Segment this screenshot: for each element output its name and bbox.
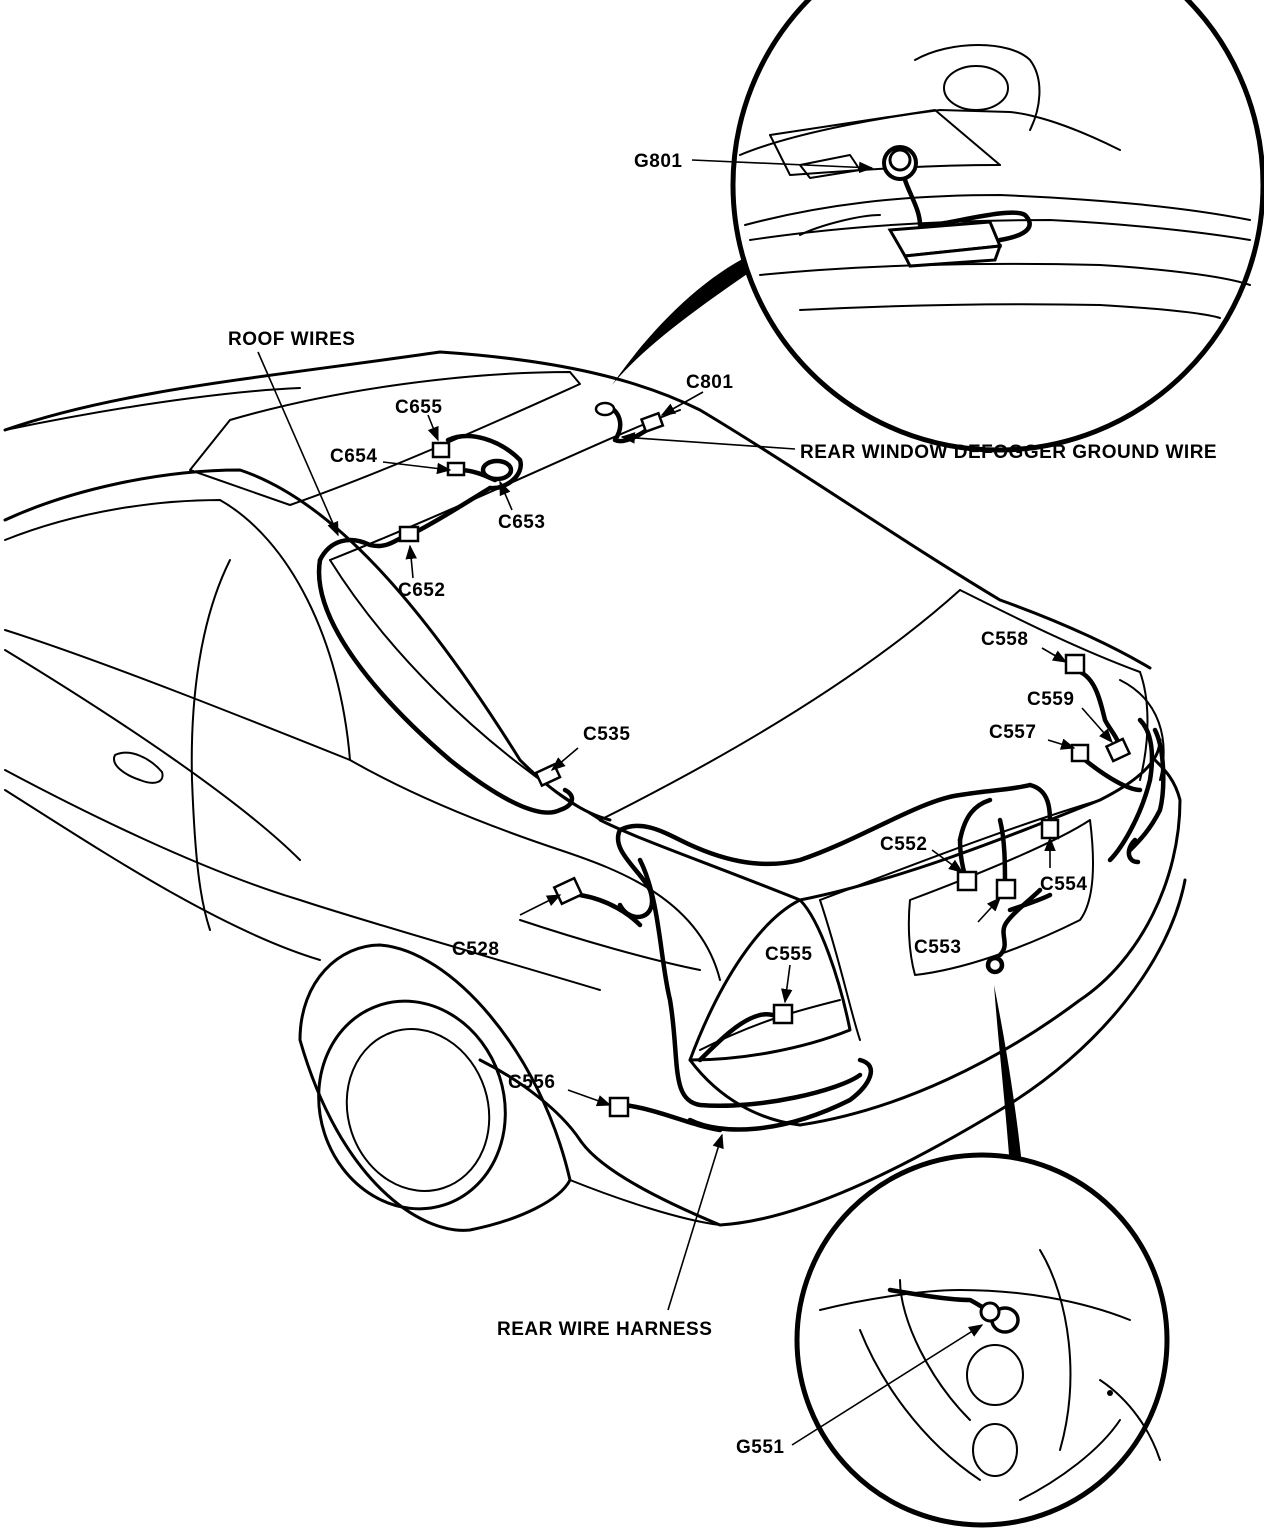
connector-c655-roof — [431, 441, 451, 459]
connector-c553 — [995, 878, 1017, 900]
wire-harness — [316, 402, 1166, 1133]
connector-c558 — [1064, 653, 1086, 675]
label-rear-window-defogger-ground-wire: REAR WINDOW DEFOGGER GROUND WIRE — [800, 442, 1217, 463]
connector-c555 — [772, 1003, 794, 1025]
labels: ROOF WIRES G801 C801 REAR WINDOW DEFOGGE… — [228, 151, 1217, 1458]
connector-c557 — [1070, 743, 1090, 763]
connectors — [398, 401, 1132, 1118]
car-body — [3, 350, 1187, 1232]
connector-c535 — [534, 762, 562, 788]
connector-c652 — [398, 525, 420, 543]
connector-g801-bolt — [594, 401, 616, 417]
connector-c654 — [446, 461, 466, 477]
label-roof-wires: ROOF WIRES — [228, 329, 355, 350]
label-c554: C554 — [1040, 874, 1087, 895]
leader-lines — [257, 351, 1113, 1311]
label-c555: C555 — [765, 944, 812, 965]
label-c559: C559 — [1027, 689, 1074, 710]
connector-c556 — [608, 1096, 630, 1118]
label-c654: C654 — [330, 446, 377, 467]
detail-g551 — [791, 985, 1170, 1528]
connector-c801 — [639, 411, 665, 434]
label-c552: C552 — [880, 834, 927, 855]
label-c535: C535 — [583, 724, 630, 745]
connector-c528 — [552, 876, 584, 906]
label-g801: G801 — [634, 151, 682, 172]
label-rear-wire-harness: REAR WIRE HARNESS — [497, 1319, 712, 1340]
label-c528: C528 — [452, 939, 499, 960]
label-c553: C553 — [914, 937, 961, 958]
label-c557: C557 — [989, 722, 1036, 743]
detail-g801 — [612, 0, 1264, 453]
label-c801: C801 — [686, 372, 733, 393]
connector-c559 — [1104, 737, 1132, 763]
connector-c552 — [956, 870, 978, 892]
label-g551: G551 — [736, 1437, 784, 1458]
label-c558: C558 — [981, 629, 1028, 650]
label-c652: C652 — [398, 580, 445, 601]
label-c653: C653 — [498, 512, 545, 533]
label-c655-roof: C655 — [395, 397, 442, 418]
connector-c554 — [1040, 818, 1060, 840]
label-c556: C556 — [508, 1072, 555, 1093]
